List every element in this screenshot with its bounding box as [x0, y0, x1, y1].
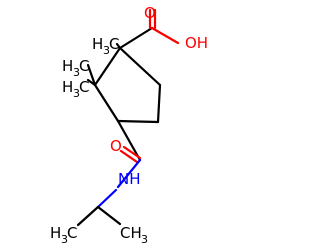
c2-methyl-upper-subscript: 3: [73, 66, 80, 79]
ring-bond-c1-c2: [93, 46, 122, 87]
c1-methyl-subscript: 3: [103, 44, 110, 57]
ring-bond-c1-c5: [118, 46, 162, 87]
bond-c1-carboxyl-c: [118, 26, 154, 50]
isopropyl-left-h-label: H: [50, 224, 61, 242]
bond-c2-methyl-lower: [86, 78, 97, 87]
isopropyl-right-subscript: 3: [141, 233, 148, 246]
acid-carbonyl-o-label: O: [144, 4, 156, 22]
c1-methyl-c-label: C: [109, 35, 119, 53]
ring-bond-c4-c3: [116, 119, 160, 124]
hydroxyl-label: OH: [185, 34, 208, 52]
c2-methyl-lower-subscript: 3: [73, 87, 80, 100]
amide-carbonyl-o-label: O: [110, 137, 122, 155]
c2-methyl-upper-c-label: C: [79, 57, 89, 75]
bond-c2-methyl-upper: [86, 63, 97, 87]
bond-c1-methyl: [115, 42, 122, 50]
isopropyl-left-c-label: C: [67, 224, 77, 242]
isopropyl-right-ch-label: CH: [120, 224, 142, 242]
bond-isopropyl-left: [76, 205, 100, 227]
c2-methyl-upper-h-label: H: [62, 57, 73, 75]
bond-amide-c-o-double-a: [122, 145, 142, 160]
bond-isopropyl-right: [96, 205, 122, 226]
bond-acid-c-oh: [150, 26, 180, 45]
isopropyl-left-subscript: 3: [61, 233, 68, 246]
chemical-structure: OH O O NH H 3 C H 3 C H 3 C H 3 C CH 3: [50, 4, 208, 246]
c1-methyl-h-label: H: [92, 35, 103, 53]
bond-amide-c-n: [116, 158, 142, 189]
bond-c3-amide-c: [116, 119, 142, 162]
ring-bond-c5-c4: [156, 83, 162, 124]
ring-bond-c3-c2: [93, 83, 120, 123]
bond-amide-c-o-double-b: [119, 149, 139, 164]
c2-methyl-lower-c-label: C: [79, 78, 89, 96]
c2-methyl-lower-h-label: H: [62, 78, 73, 96]
amide-n-label: NH: [118, 170, 141, 188]
bond-n-isopropyl-ch: [96, 188, 118, 209]
